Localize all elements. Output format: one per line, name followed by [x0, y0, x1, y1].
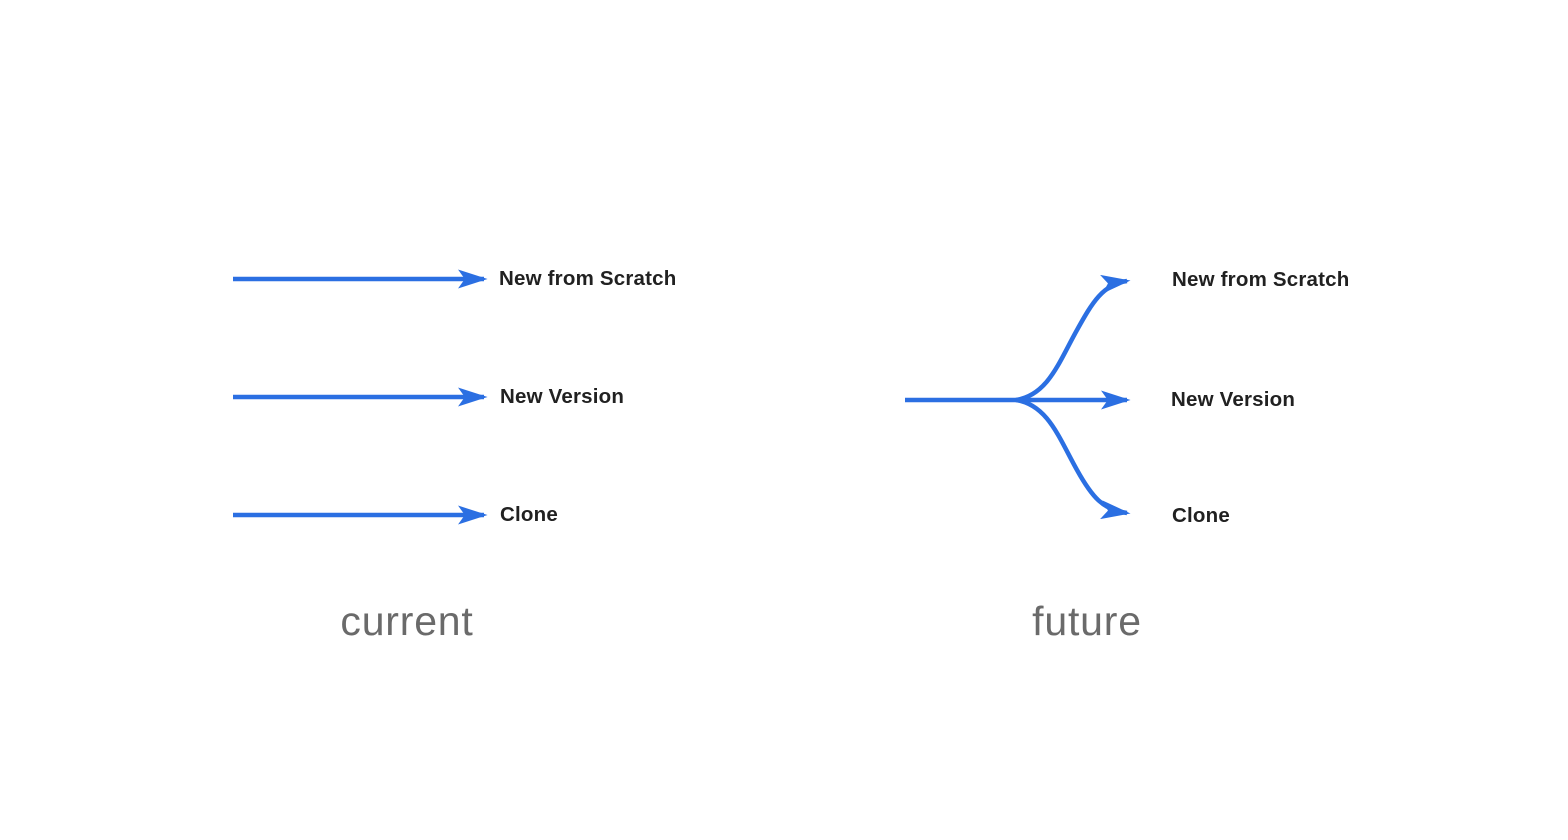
panel-caption-future: future: [1032, 598, 1142, 644]
future-branch-clone: [1015, 397, 1131, 520]
current-label-new-from-scratch: New from Scratch: [499, 267, 677, 290]
future-branch-new-from-scratch: [1015, 274, 1131, 403]
current-arrows: [233, 269, 488, 525]
current-label-new-version: New Version: [500, 385, 625, 408]
current-label-clone: Clone: [500, 503, 558, 526]
future-label-clone: Clone: [1172, 504, 1230, 527]
future-label-new-version: New Version: [1171, 388, 1296, 411]
future-label-new-from-scratch: New from Scratch: [1172, 268, 1350, 291]
panel-caption-current: current: [340, 598, 474, 644]
future-arrows: [905, 274, 1131, 520]
